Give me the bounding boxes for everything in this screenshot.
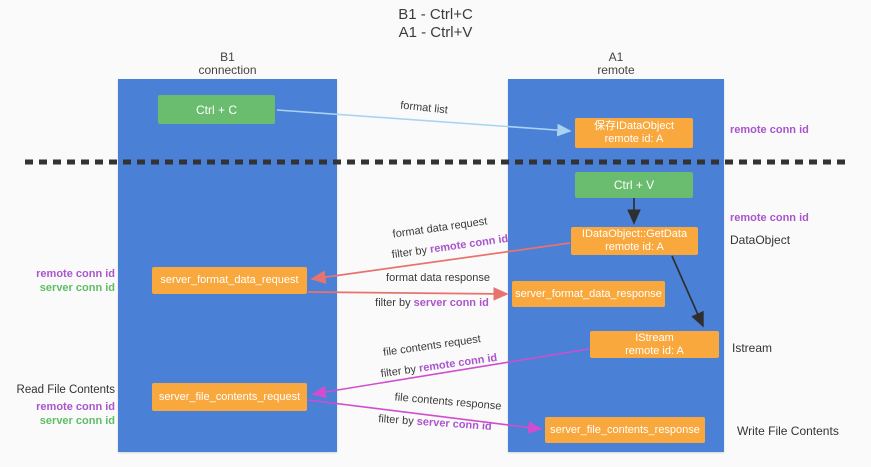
- format-data-response-filter-label: filter by server conn id: [375, 297, 489, 309]
- read-file-contents-block: Read File Contents: [10, 383, 115, 397]
- format-request-label: server_format_data_request: [160, 274, 299, 286]
- remote-conn-id-highlight: remote conn id: [429, 232, 509, 256]
- server-conn-id-highlight: server conn id: [416, 415, 493, 433]
- remote-conn-id-label-mid: remote conn id: [730, 212, 809, 224]
- file-contents-response-filter-label: filter by server conn id: [378, 413, 492, 433]
- ctrl-v-box: Ctrl + V: [575, 172, 693, 198]
- file-contents-response-label: file contents response: [394, 391, 502, 413]
- read-file-contents-label: Read File Contents: [16, 384, 115, 396]
- format-data-response-label: format data response: [386, 272, 490, 284]
- save-dataobject-line2: remote id: A: [604, 133, 664, 145]
- server-file-contents-request-box: server_file_contents_request: [152, 383, 307, 411]
- getdata-line2: remote id: A: [605, 241, 664, 253]
- lane-a1-name: A1: [608, 50, 624, 64]
- server-conn-id-highlight: server conn id: [413, 297, 489, 309]
- remote-conn-id-label-top: remote conn id: [730, 124, 809, 136]
- getdata-line1: IDataObject::GetData: [581, 228, 688, 240]
- server-format-data-request-box: server_format_data_request: [152, 267, 307, 294]
- lane-b1-role: connection: [198, 63, 257, 77]
- filter-by-text: filter by: [375, 297, 414, 309]
- write-file-contents-label: Write File Contents: [737, 424, 839, 438]
- diagram-title: B1 - Ctrl+C A1 - Ctrl+V: [0, 6, 871, 42]
- format-list-arrow-label: format list: [399, 99, 449, 117]
- remote-conn-id-left-2: remote conn id: [36, 401, 115, 413]
- dataobject-label: DataObject: [730, 233, 791, 247]
- filter-by-text: filter by: [391, 243, 431, 262]
- title-line-2: A1 - Ctrl+V: [398, 24, 473, 41]
- istream-box: IStream remote id: A: [590, 331, 719, 358]
- ctrl-c-label: Ctrl + C: [195, 102, 237, 117]
- left-conn-id-block-1: remote conn id server conn id: [10, 267, 115, 295]
- server-file-contents-response-box: server_file_contents_response: [545, 417, 705, 443]
- istream-line1: IStream: [635, 331, 674, 344]
- server-conn-id-left-2: server conn id: [39, 415, 115, 427]
- left-conn-id-block-2: remote conn id server conn id: [10, 400, 115, 428]
- format-response-label: server_format_data_response: [515, 287, 662, 300]
- lane-header-b1: B1 connection: [118, 51, 337, 77]
- istream-side-label: Istream: [732, 341, 773, 355]
- save-dataobject-line1: 保存IDataObject: [593, 120, 675, 132]
- remote-conn-id-highlight: remote conn id: [418, 351, 498, 375]
- file-response-label: server_file_contents_response: [550, 423, 700, 436]
- lane-header-a1: A1 remote: [508, 51, 724, 77]
- lane-a1-role: remote: [597, 63, 635, 77]
- ctrl-v-label: Ctrl + V: [613, 178, 655, 192]
- lane-b1-name: B1: [220, 50, 235, 64]
- server-conn-id-left-1: server conn id: [39, 282, 115, 294]
- server-format-data-response-box: server_format_data_response: [512, 281, 665, 307]
- file-request-label: server_file_contents_request: [158, 390, 301, 403]
- title-line-1: B1 - Ctrl+C: [398, 6, 473, 23]
- save-dataobject-box: 保存IDataObject remote id: A: [575, 118, 693, 148]
- idataobject-getdata-box: IDataObject::GetData remote id: A: [571, 227, 698, 255]
- ctrl-c-box: Ctrl + C: [158, 95, 275, 124]
- format-data-response-arrow: [307, 287, 509, 301]
- filter-by-text: filter by: [380, 362, 420, 381]
- filter-by-text: filter by: [377, 413, 418, 428]
- remote-conn-id-left-1: remote conn id: [36, 268, 115, 280]
- istream-line2: remote id: A: [625, 344, 684, 357]
